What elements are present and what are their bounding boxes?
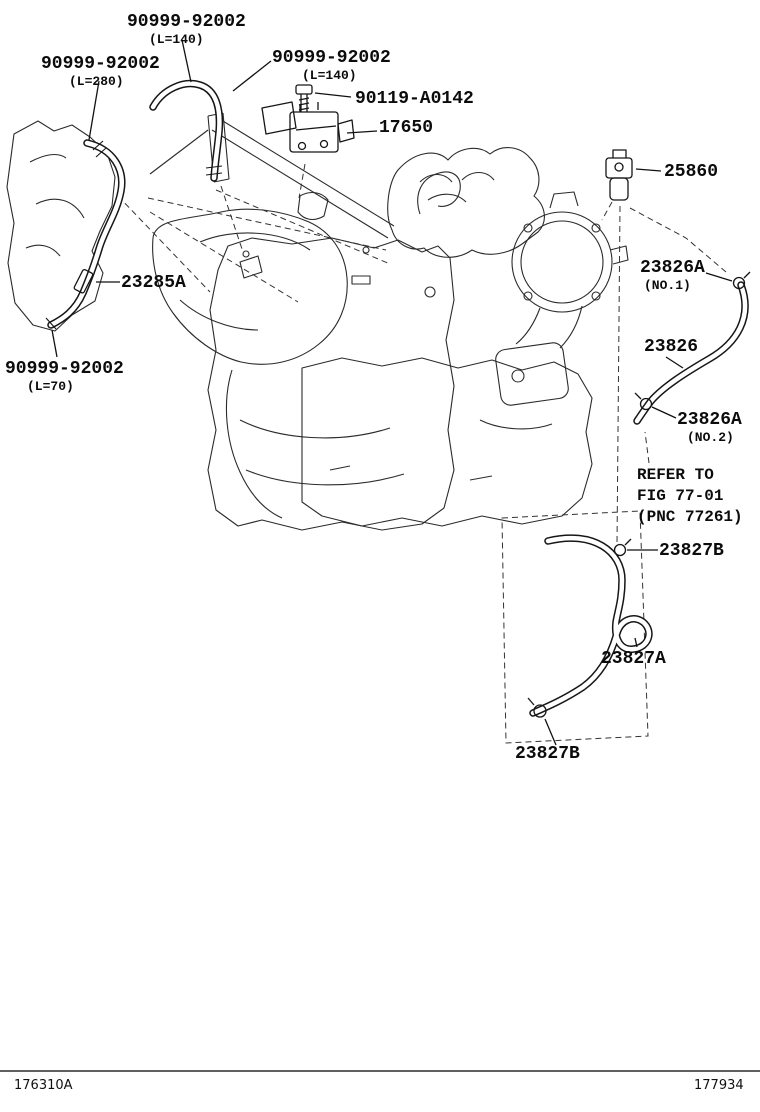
vsv-17650-part [261, 101, 355, 153]
label-hose-top-140: 90999-92002 (L=140) [127, 12, 246, 47]
part-number: 90999-92002 [5, 359, 124, 379]
part-length: (L=280) [69, 74, 124, 89]
part-number: 23285A [121, 273, 186, 293]
label-clamp-lower-23827b: 23827B [515, 744, 580, 765]
refer-note-line3: (PNC 77261) [637, 508, 743, 526]
label-hose-left-280: 90999-92002 (L=280) [41, 54, 160, 89]
part-number: 23826 [644, 337, 699, 357]
label-hose-mid-140: 90999-92002 (L=140) [272, 48, 391, 83]
part-number: 90999-92002 [127, 12, 246, 32]
part-number: 17650 [379, 118, 434, 138]
hoses-inner [48, 81, 748, 716]
part-number: 23826A [677, 410, 742, 430]
label-connector-23285a: 23285A [121, 273, 186, 294]
part-number: 23826A [640, 258, 705, 278]
vsv-25860-part [605, 149, 633, 201]
refer-note-line2: FIG 77-01 [637, 487, 724, 505]
hose-23827a [529, 534, 653, 717]
dashed-lines [117, 163, 727, 744]
clamp-23826a-no1 [732, 271, 751, 290]
part-number: 23827B [515, 744, 580, 764]
part-position: (NO.1) [644, 278, 691, 293]
label-clamp-no1: 23826A (NO.1) [640, 258, 705, 293]
hose-90999-left [47, 139, 126, 329]
part-length: (L=140) [302, 68, 357, 83]
part-number: 23827B [659, 541, 724, 561]
label-vsv-17650: 17650 [379, 118, 433, 139]
label-clamp-upper-23827b: 23827B [659, 541, 724, 562]
clamp-23827b-lower [527, 697, 547, 718]
part-number: 23827A [601, 649, 666, 669]
part-length: (L=70) [27, 379, 74, 394]
leader-lines [51, 39, 733, 746]
engine-outline [6, 112, 629, 531]
refer-note-line1: REFER TO [637, 466, 714, 484]
part-number: 90119-A0142 [355, 89, 474, 109]
part-number: 25860 [664, 162, 719, 182]
label-vsv-25860: 25860 [664, 162, 718, 183]
part-number: 90999-92002 [272, 48, 391, 68]
label-clamp-no2: 23826A (NO.2) [677, 410, 742, 445]
connector-23285a [73, 268, 94, 294]
label-hose-23826: 23826 [644, 337, 698, 358]
clamp-23827b-upper [613, 538, 632, 557]
label-hose-23827a: 23827A [601, 649, 666, 670]
components [45, 84, 751, 718]
clamp-23826a-no2 [634, 392, 653, 411]
label-refer-note: REFER TO FIG 77-01 (PNC 77261) [637, 465, 743, 528]
label-hose-left-70: 90999-92002 (L=70) [5, 359, 124, 394]
part-position: (NO.2) [687, 430, 734, 445]
figure-code-left: 176310A [14, 1078, 73, 1093]
part-length: (L=140) [149, 32, 204, 47]
label-bolt: 90119-A0142 [355, 89, 474, 110]
part-number: 90999-92002 [41, 54, 160, 74]
bolt-part [295, 84, 313, 112]
figure-code-right: 177934 [694, 1078, 744, 1093]
